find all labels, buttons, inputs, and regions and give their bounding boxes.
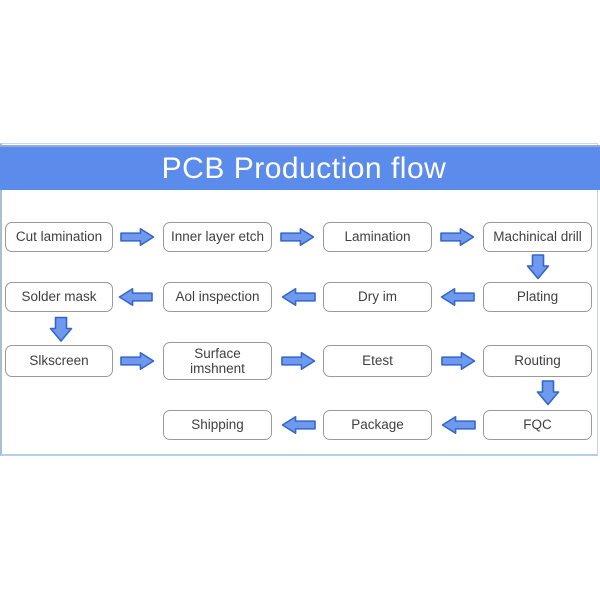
flow-box-cut-lamination: Cut lamination bbox=[5, 222, 113, 252]
flow-box-surface-imshnent: Surface imshnent bbox=[163, 342, 272, 380]
flow-box-label: FQC bbox=[523, 417, 552, 433]
arrow-right-icon bbox=[281, 351, 316, 371]
arrow-right-icon bbox=[120, 351, 155, 371]
flow-box-solder-mask: Solder mask bbox=[5, 282, 113, 312]
flow-box-package: Package bbox=[323, 410, 432, 440]
flow-box-fqc: FQC bbox=[483, 410, 592, 440]
arrow-right-icon bbox=[280, 227, 315, 247]
flow-box-routing: Routing bbox=[483, 345, 592, 377]
flow-box-aol-inspection: Aol inspection bbox=[163, 282, 272, 312]
flow-box-label: Machinical drill bbox=[493, 229, 582, 245]
flow-box-label: Dry im bbox=[358, 289, 397, 305]
arrow-left-icon bbox=[440, 287, 475, 307]
arrow-left-icon bbox=[281, 415, 316, 435]
arrow-left-icon bbox=[441, 415, 476, 435]
flow-box-label: Inner layer etch bbox=[170, 229, 265, 245]
flow-box-label: Shipping bbox=[191, 417, 244, 433]
arrow-left-icon bbox=[118, 287, 153, 307]
flow-box-etest: Etest bbox=[323, 345, 432, 377]
flow-box-plating: Plating bbox=[483, 282, 592, 312]
arrow-right-icon bbox=[441, 351, 476, 371]
arrow-down-icon bbox=[536, 380, 560, 406]
title-bar: PCB Production flow bbox=[0, 145, 600, 190]
flow-box-shipping: Shipping bbox=[163, 410, 272, 440]
arrow-left-icon bbox=[281, 287, 316, 307]
flow-box-label: Routing bbox=[514, 353, 561, 369]
flow-box-label: Solder mask bbox=[21, 289, 97, 305]
flow-box-dry-im: Dry im bbox=[323, 282, 432, 312]
flow-box-label: Package bbox=[351, 417, 404, 433]
flow-box-inner-layer-etch: Inner layer etch bbox=[163, 222, 272, 252]
flow-box-lamination: Lamination bbox=[323, 222, 432, 252]
arrow-right-icon bbox=[440, 227, 475, 247]
flow-box-label: Etest bbox=[362, 353, 393, 369]
flow-box-label: Slkscreen bbox=[29, 353, 89, 369]
flow-box-label: Aol inspection bbox=[175, 289, 260, 305]
flow-box-slkscreen: Slkscreen bbox=[5, 345, 113, 377]
flow-box-label: Plating bbox=[516, 289, 559, 305]
arrow-down-icon bbox=[49, 316, 73, 342]
arrow-down-icon bbox=[526, 254, 550, 280]
flow-box-label: Surface imshnent bbox=[190, 345, 245, 376]
page-title: PCB Production flow bbox=[161, 151, 447, 185]
flow-box-label: Lamination bbox=[344, 229, 411, 245]
arrow-right-icon bbox=[120, 227, 155, 247]
flow-box-label: Cut lamination bbox=[15, 229, 103, 245]
flow-box-machinical-drill: Machinical drill bbox=[483, 222, 592, 252]
